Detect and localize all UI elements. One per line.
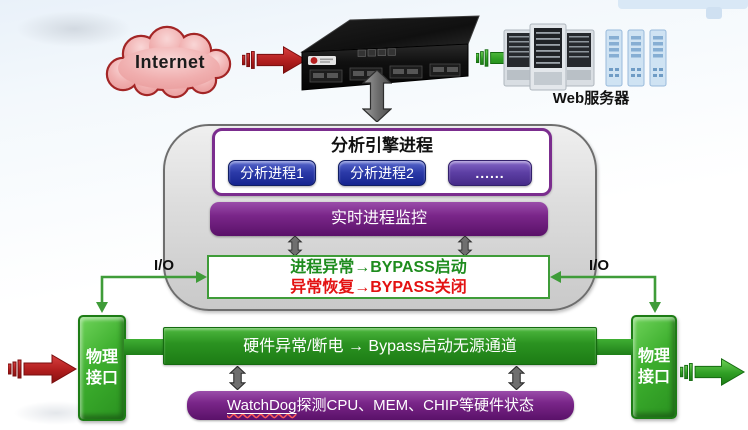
internet-label: Internet bbox=[134, 51, 205, 72]
physical-interface-label-line2: 接口 bbox=[85, 370, 118, 387]
window-edge-artifact bbox=[618, 0, 748, 9]
hardware-bar-left-stub bbox=[124, 339, 166, 355]
web-servers-label: Web服务器 bbox=[552, 90, 630, 107]
io-label-left: I/O bbox=[153, 257, 174, 274]
physical-interface-label-line2: 接口 bbox=[637, 369, 670, 386]
analysis-process-more-button: ...... bbox=[448, 160, 532, 186]
watchdog-description: 探测CPU、MEM、CHIP等硬件状态 bbox=[296, 397, 534, 414]
analysis-process-2-button: 分析进程2 bbox=[338, 160, 426, 186]
io-label-right: I/O bbox=[588, 257, 609, 274]
appliance-link-double-arrow-icon bbox=[362, 70, 392, 122]
inbound-traffic-arrow-icon bbox=[242, 46, 307, 74]
bypass-status-box: 进程异常→BYPASS启动 异常恢复→BYPASS关闭 bbox=[207, 255, 550, 299]
hardware-watchdog-connector-icon bbox=[508, 366, 525, 390]
monitor-bypass-connector-icon bbox=[457, 236, 473, 256]
hardware-bypass-bar: 硬件异常/断电 → Bypass启动无源通道 bbox=[163, 327, 597, 365]
hardware-watchdog-connector-icon bbox=[229, 366, 246, 390]
monitor-bypass-connector-icon bbox=[287, 236, 303, 256]
security-appliance-icon bbox=[300, 15, 480, 91]
hardware-bar-right-stub bbox=[595, 339, 633, 355]
watchdog-status-bar: WatchDog探测CPU、MEM、CHIP等硬件状态 bbox=[187, 391, 574, 420]
bypass-off-rule: 异常恢复→BYPASS关闭 bbox=[290, 279, 467, 296]
physical-interface-label-line1: 物理 bbox=[85, 349, 118, 366]
watchdog-brand: WatchDog bbox=[227, 397, 297, 414]
realtime-monitor-bar: 实时进程监控 bbox=[210, 202, 548, 236]
outbound-traffic-arrow-bottom-icon bbox=[680, 357, 746, 387]
web-servers-icon bbox=[503, 23, 667, 91]
window-edge-artifact bbox=[706, 7, 722, 19]
physical-interface-right: 物理 接口 bbox=[631, 315, 677, 419]
bypass-on-rule: 进程异常→BYPASS启动 bbox=[290, 259, 467, 276]
analysis-engine-title: 分析引擎进程 bbox=[331, 136, 433, 155]
physical-interface-label-line1: 物理 bbox=[637, 348, 670, 365]
inbound-traffic-arrow-bottom-icon bbox=[8, 354, 77, 384]
physical-interface-left: 物理 接口 bbox=[78, 315, 126, 421]
analysis-process-1-button: 分析进程1 bbox=[228, 160, 316, 186]
internet-cloud-icon bbox=[105, 25, 232, 99]
